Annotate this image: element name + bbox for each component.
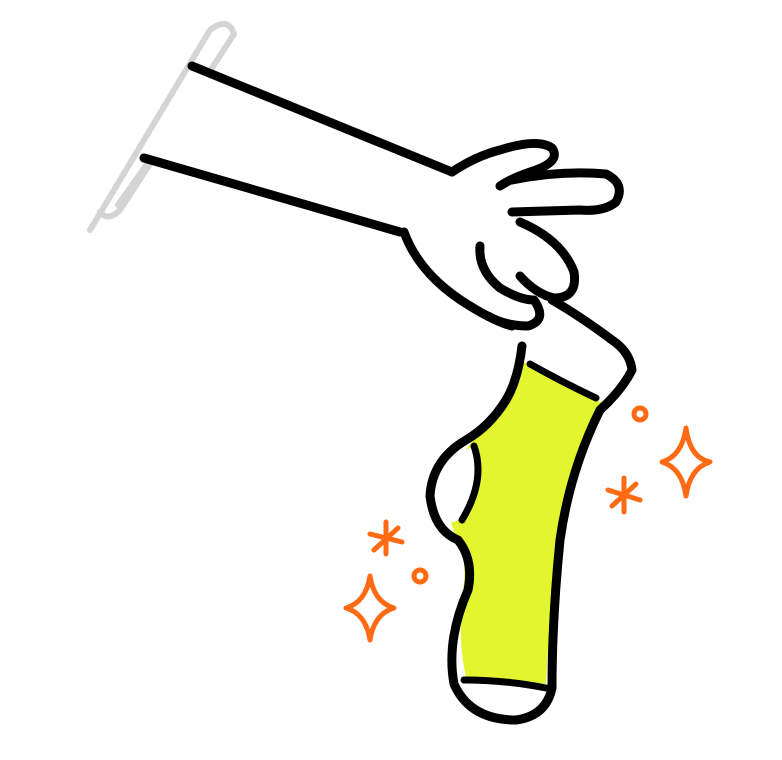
sparkle-dot-left <box>411 567 429 585</box>
sparkle-star-left <box>343 573 397 643</box>
sparkle-asterisk-left <box>367 519 405 557</box>
motion-line-outer <box>87 21 237 233</box>
sock-heel-line <box>458 442 482 524</box>
sparkle-dot-right <box>631 405 649 423</box>
sparkle-icon <box>343 405 713 643</box>
sock-heel <box>434 446 476 523</box>
hand-finger-index <box>507 168 624 217</box>
arm-top-line <box>187 61 457 177</box>
sock-icon <box>425 295 637 725</box>
sparkle-star-right <box>659 425 713 499</box>
hand-icon <box>139 61 624 331</box>
sock-cuff-line <box>526 360 600 402</box>
sock-toe-line <box>460 676 550 692</box>
hand-fill <box>145 66 618 326</box>
hand-finger-middle <box>515 217 580 303</box>
arm-bottom-line <box>139 153 405 237</box>
sock-outline <box>425 295 637 725</box>
sparkle-asterisk-right <box>605 475 643 515</box>
sock-body <box>449 360 602 684</box>
hand-palm <box>399 227 517 331</box>
